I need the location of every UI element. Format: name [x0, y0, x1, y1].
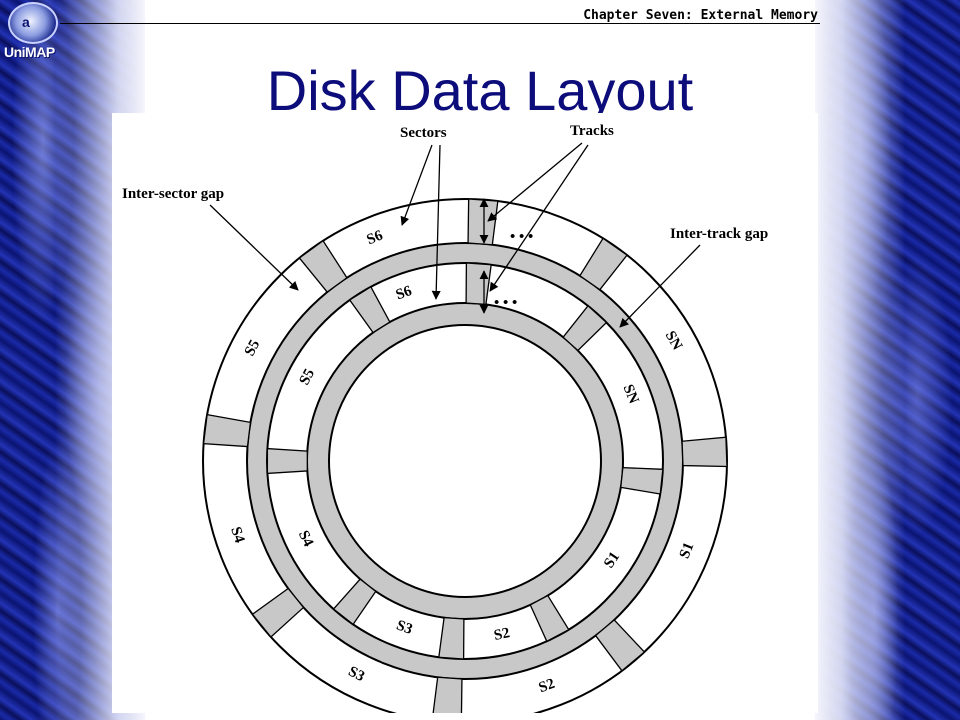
inter-sector-gap-inner-1	[562, 304, 608, 352]
outer-sector-label-s6: S6	[365, 227, 386, 248]
inter-sector-gap-inner-4	[438, 616, 465, 660]
inter-sector-gap-inner-2	[620, 466, 664, 495]
disk-hub	[328, 324, 602, 598]
inter-sector-gap-inner-5	[332, 578, 377, 626]
chapter-heading: Chapter Seven: External Memory	[583, 8, 818, 23]
inter-sector-gap-outer-4	[432, 676, 463, 713]
logo-text: UniMAP	[4, 44, 55, 60]
arrow-inter-sector-gap	[209, 204, 299, 291]
label-inter-track-gap: Inter-track gap	[670, 226, 768, 242]
inter-sector-gap-inner-6	[266, 447, 308, 475]
arrow-tracks-outer	[487, 142, 583, 222]
inter-sector-gap-outer-6	[202, 413, 252, 448]
right-decor-fade	[815, 0, 905, 720]
inner-sector-label-s3: S3	[394, 618, 414, 638]
label-inter-sector-gap: Inter-sector gap	[122, 186, 224, 202]
inter-sector-gap-outer-3	[594, 619, 646, 672]
inter-sector-gap-inner-3	[529, 594, 570, 643]
ellipsis-inner: • • •	[494, 295, 517, 311]
inner-sector-label-s2: S2	[492, 625, 511, 644]
arrow-sectors-inner	[431, 144, 441, 300]
inter-sector-gap-outer-1	[579, 237, 628, 291]
inner-sector-label-sn: SN	[620, 382, 642, 406]
arrow-sectors-outer	[400, 144, 433, 226]
inner-sector-label-s1: S1	[601, 549, 623, 571]
arrow-inter-track-gap	[619, 244, 701, 328]
inter-sector-gap-outer-0	[467, 198, 499, 246]
logo-emblem-icon: a	[8, 2, 58, 44]
slide-title: Disk Data Layout	[266, 59, 694, 122]
inner-sector-label-s6: S6	[394, 283, 415, 304]
arrow-tracks-inner	[489, 144, 589, 292]
label-sectors: Sectors	[400, 125, 447, 141]
label-tracks: Tracks	[570, 123, 614, 139]
header-rule	[60, 23, 820, 24]
outer-sector-label-s5: S5	[242, 337, 264, 359]
outer-sector-label-s2: S2	[537, 676, 557, 696]
outer-sector-label-s3: S3	[346, 664, 367, 685]
university-logo: a UniMAP	[4, 2, 60, 64]
logo-mark: a	[22, 14, 30, 30]
ellipsis-outer: • • •	[510, 229, 533, 245]
outer-sector-label-s1: S1	[677, 540, 698, 561]
inner-sector-label-s4: S4	[295, 528, 317, 550]
outer-sector-label-s4: S4	[227, 525, 247, 545]
inter-sector-gap-outer-5	[251, 587, 305, 638]
inner-sector-label-s5: S5	[297, 366, 319, 388]
inter-sector-gap-inner-7	[348, 285, 391, 334]
inter-sector-gap-outer-2	[681, 436, 728, 468]
inter-sector-gap-outer-7	[298, 239, 348, 293]
